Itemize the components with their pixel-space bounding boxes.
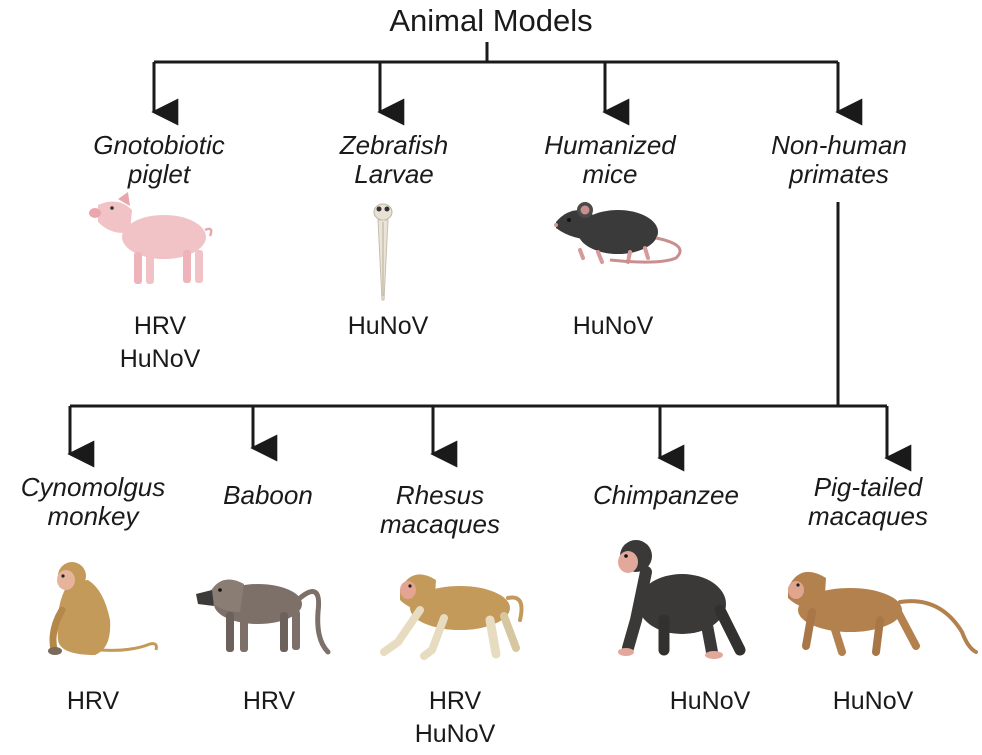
baboon-icon	[196, 580, 328, 653]
virus-list-rhesus: HRV HuNoV	[415, 685, 496, 751]
pig-icon	[89, 192, 211, 284]
label-pig-tailed-macaques: Pig-tailed macaques	[808, 473, 928, 531]
mouse-icon	[554, 202, 680, 262]
pig-tailed-macaque-icon	[788, 572, 976, 652]
chimpanzee-icon	[618, 540, 740, 659]
zebrafish-larva-icon	[374, 204, 392, 300]
virus-list-zebrafish: HuNoV	[348, 310, 429, 343]
label-non-human-primates: Non-human primates	[771, 131, 907, 189]
virus-list-baboon: HRV	[243, 685, 295, 718]
label-cynomolgus-monkey: Cynomolgus monkey	[21, 473, 166, 531]
virus-list-mice: HuNoV	[573, 310, 654, 343]
virus-list-chimpanzee: HuNoV	[670, 685, 751, 718]
label-gnotobiotic-piglet: Gnotobiotic piglet	[93, 131, 225, 189]
label-zebrafish-larvae: Zebrafish Larvae	[340, 131, 448, 189]
sitting-monkey-icon	[48, 562, 156, 655]
label-rhesus-macaques: Rhesus macaques	[380, 481, 500, 539]
virus-list-cynomolgus: HRV	[67, 685, 119, 718]
virus-list-pig-tailed: HuNoV	[833, 685, 914, 718]
diagram-title: Animal Models	[0, 3, 982, 39]
label-baboon: Baboon	[223, 481, 313, 510]
label-humanized-mice: Humanized mice	[544, 131, 676, 189]
label-chimpanzee: Chimpanzee	[593, 481, 739, 510]
virus-list-piglet: HRV HuNoV	[120, 310, 201, 376]
rhesus-macaque-icon	[384, 574, 522, 656]
